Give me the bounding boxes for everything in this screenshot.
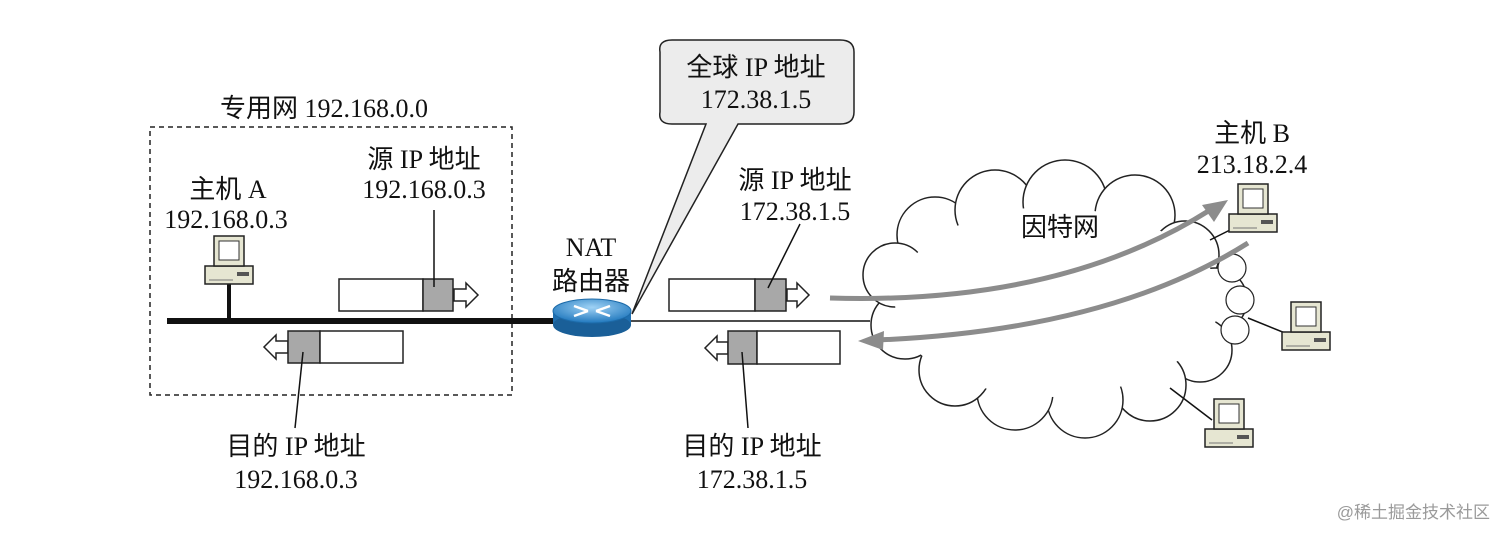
right-source-title: 源 IP 地址 (738, 166, 851, 195)
right-source-pointer (767, 223, 801, 289)
host-b-ip: 213.18.2.4 (1197, 150, 1308, 179)
left-dest-header (287, 330, 321, 364)
right-dest-pointer (741, 351, 749, 429)
router-label-nat: NAT (566, 233, 617, 262)
right-source-ip: 172.38.1.5 (740, 197, 851, 226)
internet-cloud-fill (980, 220, 1220, 380)
left-dest-ip: 192.168.0.3 (234, 465, 358, 494)
left-source-ip: 192.168.0.3 (362, 175, 486, 204)
host-a-computer-icon (204, 235, 254, 285)
global-ip-title: 全球 IP 地址 (686, 53, 825, 82)
computer-icon (1204, 398, 1254, 448)
global-ip-value: 172.38.1.5 (701, 85, 812, 114)
private-network-label: 专用网 192.168.0.0 (220, 94, 428, 123)
left-dest-title: 目的 IP 地址 (226, 432, 365, 461)
left-source-header (422, 278, 454, 312)
watermark: @稀土掘金技术社区 (1337, 503, 1490, 522)
arrow-right-icon (786, 281, 811, 309)
left-dest-pointer (294, 351, 304, 429)
host-b-name: 主机 B (1214, 119, 1290, 148)
router-label-name: 路由器 (552, 267, 630, 296)
left-source-title: 源 IP 地址 (367, 145, 480, 174)
right-outgoing-packet (668, 278, 811, 312)
host-b-computer-icon (1228, 183, 1278, 233)
internet-label: 因特网 (1021, 213, 1099, 242)
right-incoming-packet (703, 330, 841, 365)
global-ip-callout (631, 39, 855, 315)
arrow-right-icon (453, 281, 480, 309)
private-network-box (149, 126, 513, 396)
arrow-head-icon (1202, 200, 1228, 222)
host-a-ip: 192.168.0.3 (164, 205, 288, 234)
left-incoming-packet (262, 330, 404, 364)
arrow-left-icon (703, 334, 729, 362)
inbound-flow-arrow (877, 240, 1250, 343)
left-outgoing-packet (338, 278, 480, 312)
arrow-left-icon (262, 333, 289, 361)
nat-router-icon (552, 298, 632, 337)
internet-cloud-edge (1217, 253, 1255, 345)
computer-icon (1281, 301, 1331, 351)
outbound-flow-arrow (829, 207, 1212, 301)
right-dest-title: 目的 IP 地址 (682, 432, 821, 461)
right-dest-ip: 172.38.1.5 (697, 465, 808, 494)
host-a-name: 主机 A (189, 175, 267, 204)
arrow-head-icon (858, 331, 884, 350)
host-link (1169, 387, 1213, 421)
